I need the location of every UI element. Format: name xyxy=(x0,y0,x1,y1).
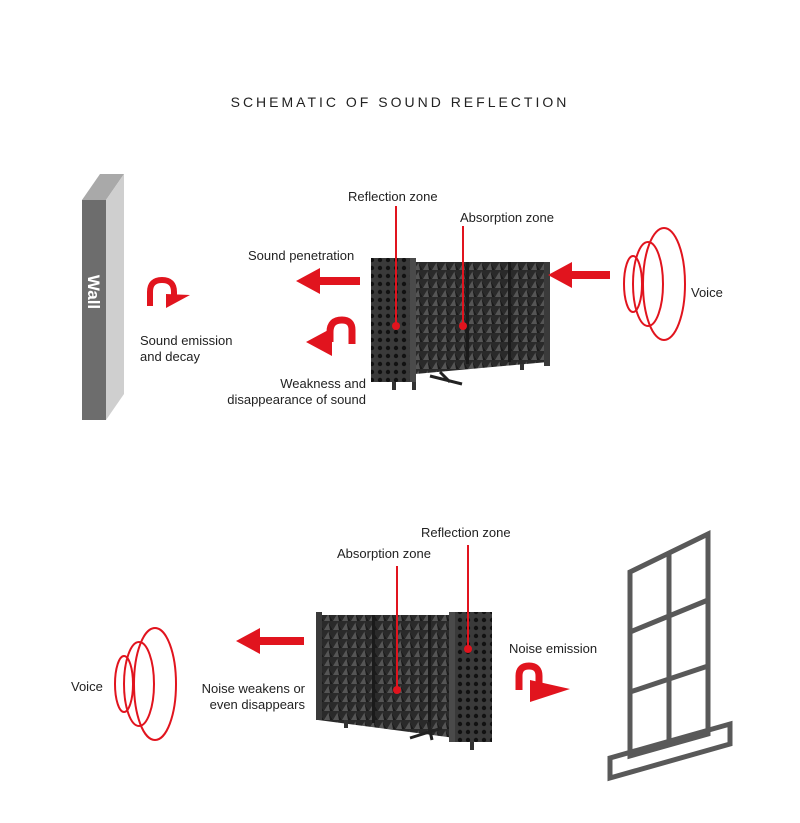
top-isolation-shield xyxy=(371,258,550,390)
voice-input-arrow xyxy=(548,262,610,288)
weakness-arrow xyxy=(306,316,356,356)
noise-weakens-arrow xyxy=(236,628,304,654)
bottom-isolation-shield xyxy=(316,612,492,750)
noise-weakens-label-line2: even disappears xyxy=(209,697,305,712)
sound-emission-u-arrow xyxy=(147,276,177,306)
top-absorption-pointer xyxy=(459,226,467,330)
bottom-absorption-zone-label: Absorption zone xyxy=(337,546,431,561)
bottom-absorption-pointer xyxy=(393,566,401,694)
window-sill xyxy=(607,720,733,782)
top-voice-waves-icon xyxy=(623,227,686,341)
bottom-reflection-zone-label: Reflection zone xyxy=(421,525,511,540)
weakness-label-line2: disappearance of sound xyxy=(227,392,366,407)
sound-penetration-arrow xyxy=(296,268,360,294)
noise-weakens-label-line1: Noise weakens or xyxy=(201,681,305,696)
weakness-label-line1: Weakness and xyxy=(280,376,366,391)
bottom-voice-label: Voice xyxy=(71,679,103,694)
page-title: SCHEMATIC OF SOUND REFLECTION xyxy=(230,94,570,110)
bottom-reflection-pointer xyxy=(464,545,472,653)
sound-emission-label-line1: Sound emission xyxy=(140,333,233,348)
wall-label: Wall xyxy=(84,275,103,309)
wall xyxy=(82,174,124,420)
top-reflection-pointer xyxy=(392,206,400,330)
sound-emission-label-line2: and decay xyxy=(140,349,200,364)
top-absorption-zone-label: Absorption zone xyxy=(460,210,554,225)
top-voice-label: Voice xyxy=(691,285,723,300)
bottom-voice-waves-icon xyxy=(114,627,177,741)
sound-emission-arrowhead xyxy=(166,294,190,308)
noise-emission-label: Noise emission xyxy=(509,641,598,656)
top-reflection-zone-label: Reflection zone xyxy=(348,189,438,204)
noise-emission-arrow xyxy=(515,662,570,702)
sound-penetration-label: Sound penetration xyxy=(248,248,355,263)
window-icon xyxy=(627,530,711,760)
